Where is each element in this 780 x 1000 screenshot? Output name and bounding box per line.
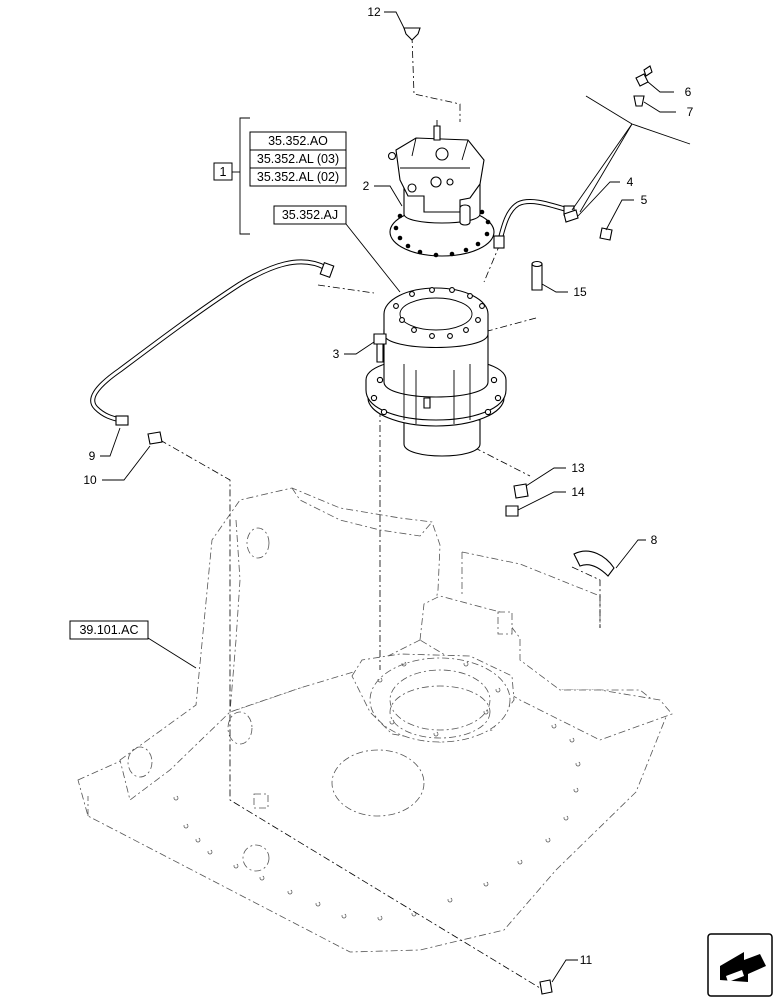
callout-8[interactable]: 8 bbox=[651, 533, 658, 547]
callout-14[interactable]: 14 bbox=[571, 485, 585, 499]
swing-motor bbox=[387, 120, 495, 258]
callout-5[interactable]: 5 bbox=[641, 193, 648, 207]
callout-9[interactable]: 9 bbox=[89, 449, 96, 463]
ref-box-39-101-ac[interactable] bbox=[69, 620, 149, 640]
callout-12[interactable]: 12 bbox=[367, 5, 381, 19]
swing-reduction-gear bbox=[365, 287, 507, 457]
group-index-box[interactable] bbox=[213, 162, 233, 181]
reference-group: 1 35.352.AO 35.352.AL (03) 35.352.AL (02… bbox=[69, 117, 401, 669]
ref-label-35-352-al-02: 35.352.AL (02) bbox=[257, 170, 339, 184]
small-parts bbox=[147, 27, 653, 995]
hose-right bbox=[493, 199, 575, 249]
ref-box-35-352-al-02[interactable] bbox=[249, 167, 347, 187]
callout-6[interactable]: 6 bbox=[685, 85, 692, 99]
upperstructure-frame bbox=[77, 487, 673, 953]
callout-4[interactable]: 4 bbox=[627, 175, 634, 189]
next-page-arrow-icon[interactable] bbox=[707, 933, 773, 997]
ref-label-35-352-aj: 35.352.AJ bbox=[282, 208, 338, 222]
callout-11[interactable]: 11 bbox=[580, 953, 593, 967]
callout-10[interactable]: 10 bbox=[83, 473, 97, 487]
ref-label-39-101-ac: 39.101.AC bbox=[79, 623, 138, 637]
callout-3[interactable]: 3 bbox=[333, 347, 340, 361]
callout-7[interactable]: 7 bbox=[687, 105, 694, 119]
hose-left bbox=[90, 259, 335, 426]
callouts: 2 3 4 5 6 7 8 9 10 11 12 13 14 bbox=[83, 5, 694, 983]
callout-2[interactable]: 2 bbox=[363, 179, 370, 193]
ref-box-35-352-aj[interactable] bbox=[273, 205, 347, 225]
callout-13[interactable]: 13 bbox=[571, 461, 585, 475]
ref-label-35-352-ao: 35.352.AO bbox=[268, 134, 328, 148]
group-index-label: 1 bbox=[220, 165, 227, 179]
ref-label-35-352-al-03: 35.352.AL (03) bbox=[257, 152, 339, 166]
callout-15[interactable]: 15 bbox=[573, 285, 587, 299]
